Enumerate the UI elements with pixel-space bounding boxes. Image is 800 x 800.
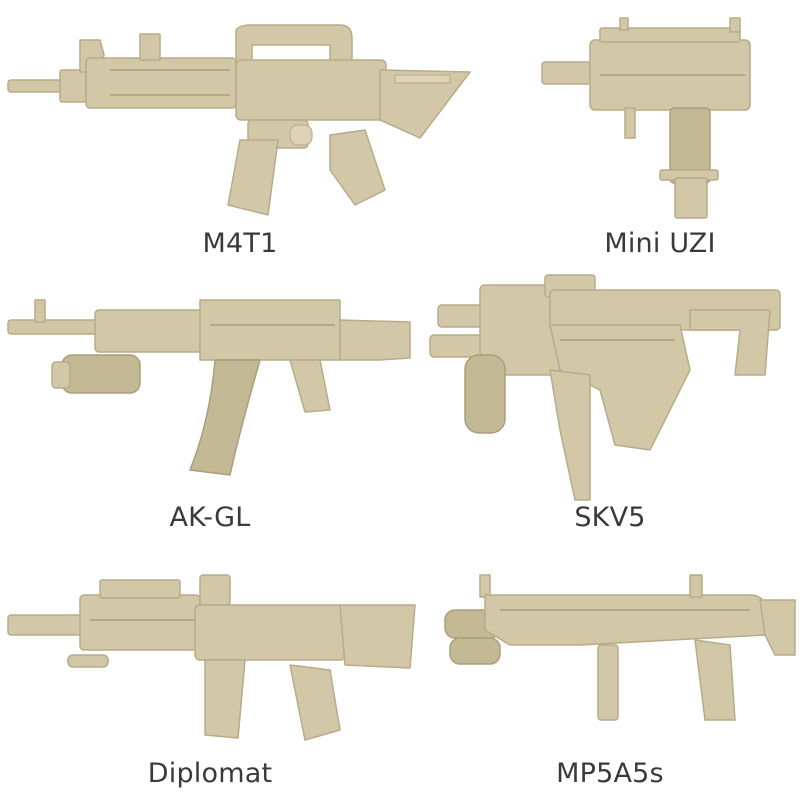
m4t1-label: M4T1 <box>202 228 278 259</box>
mp5a5s-image <box>444 574 796 721</box>
skv5-image <box>429 274 781 501</box>
mini-uzi-image <box>541 17 751 219</box>
weapon-card-mp5a5s: MP5A5s <box>420 560 800 800</box>
mini-uzi-label: Mini UZI <box>604 228 716 259</box>
weapon-card-mini-uzi: Mini UZI <box>520 0 800 270</box>
ak-gl-label: AK-GL <box>169 502 251 533</box>
ak-gl-image <box>7 299 411 476</box>
diplomat-label: Diplomat <box>147 758 273 789</box>
weapon-card-skv5: SKV5 <box>420 260 800 550</box>
weapon-card-m4t1: M4T1 <box>0 0 480 270</box>
diplomat-image <box>7 574 416 741</box>
mp5a5s-label: MP5A5s <box>556 758 664 789</box>
m4t1-rifle-image <box>7 24 471 216</box>
weapon-card-ak-gl: AK-GL <box>0 280 420 550</box>
skv5-label: SKV5 <box>574 502 646 533</box>
weapon-card-diplomat: Diplomat <box>0 560 420 800</box>
